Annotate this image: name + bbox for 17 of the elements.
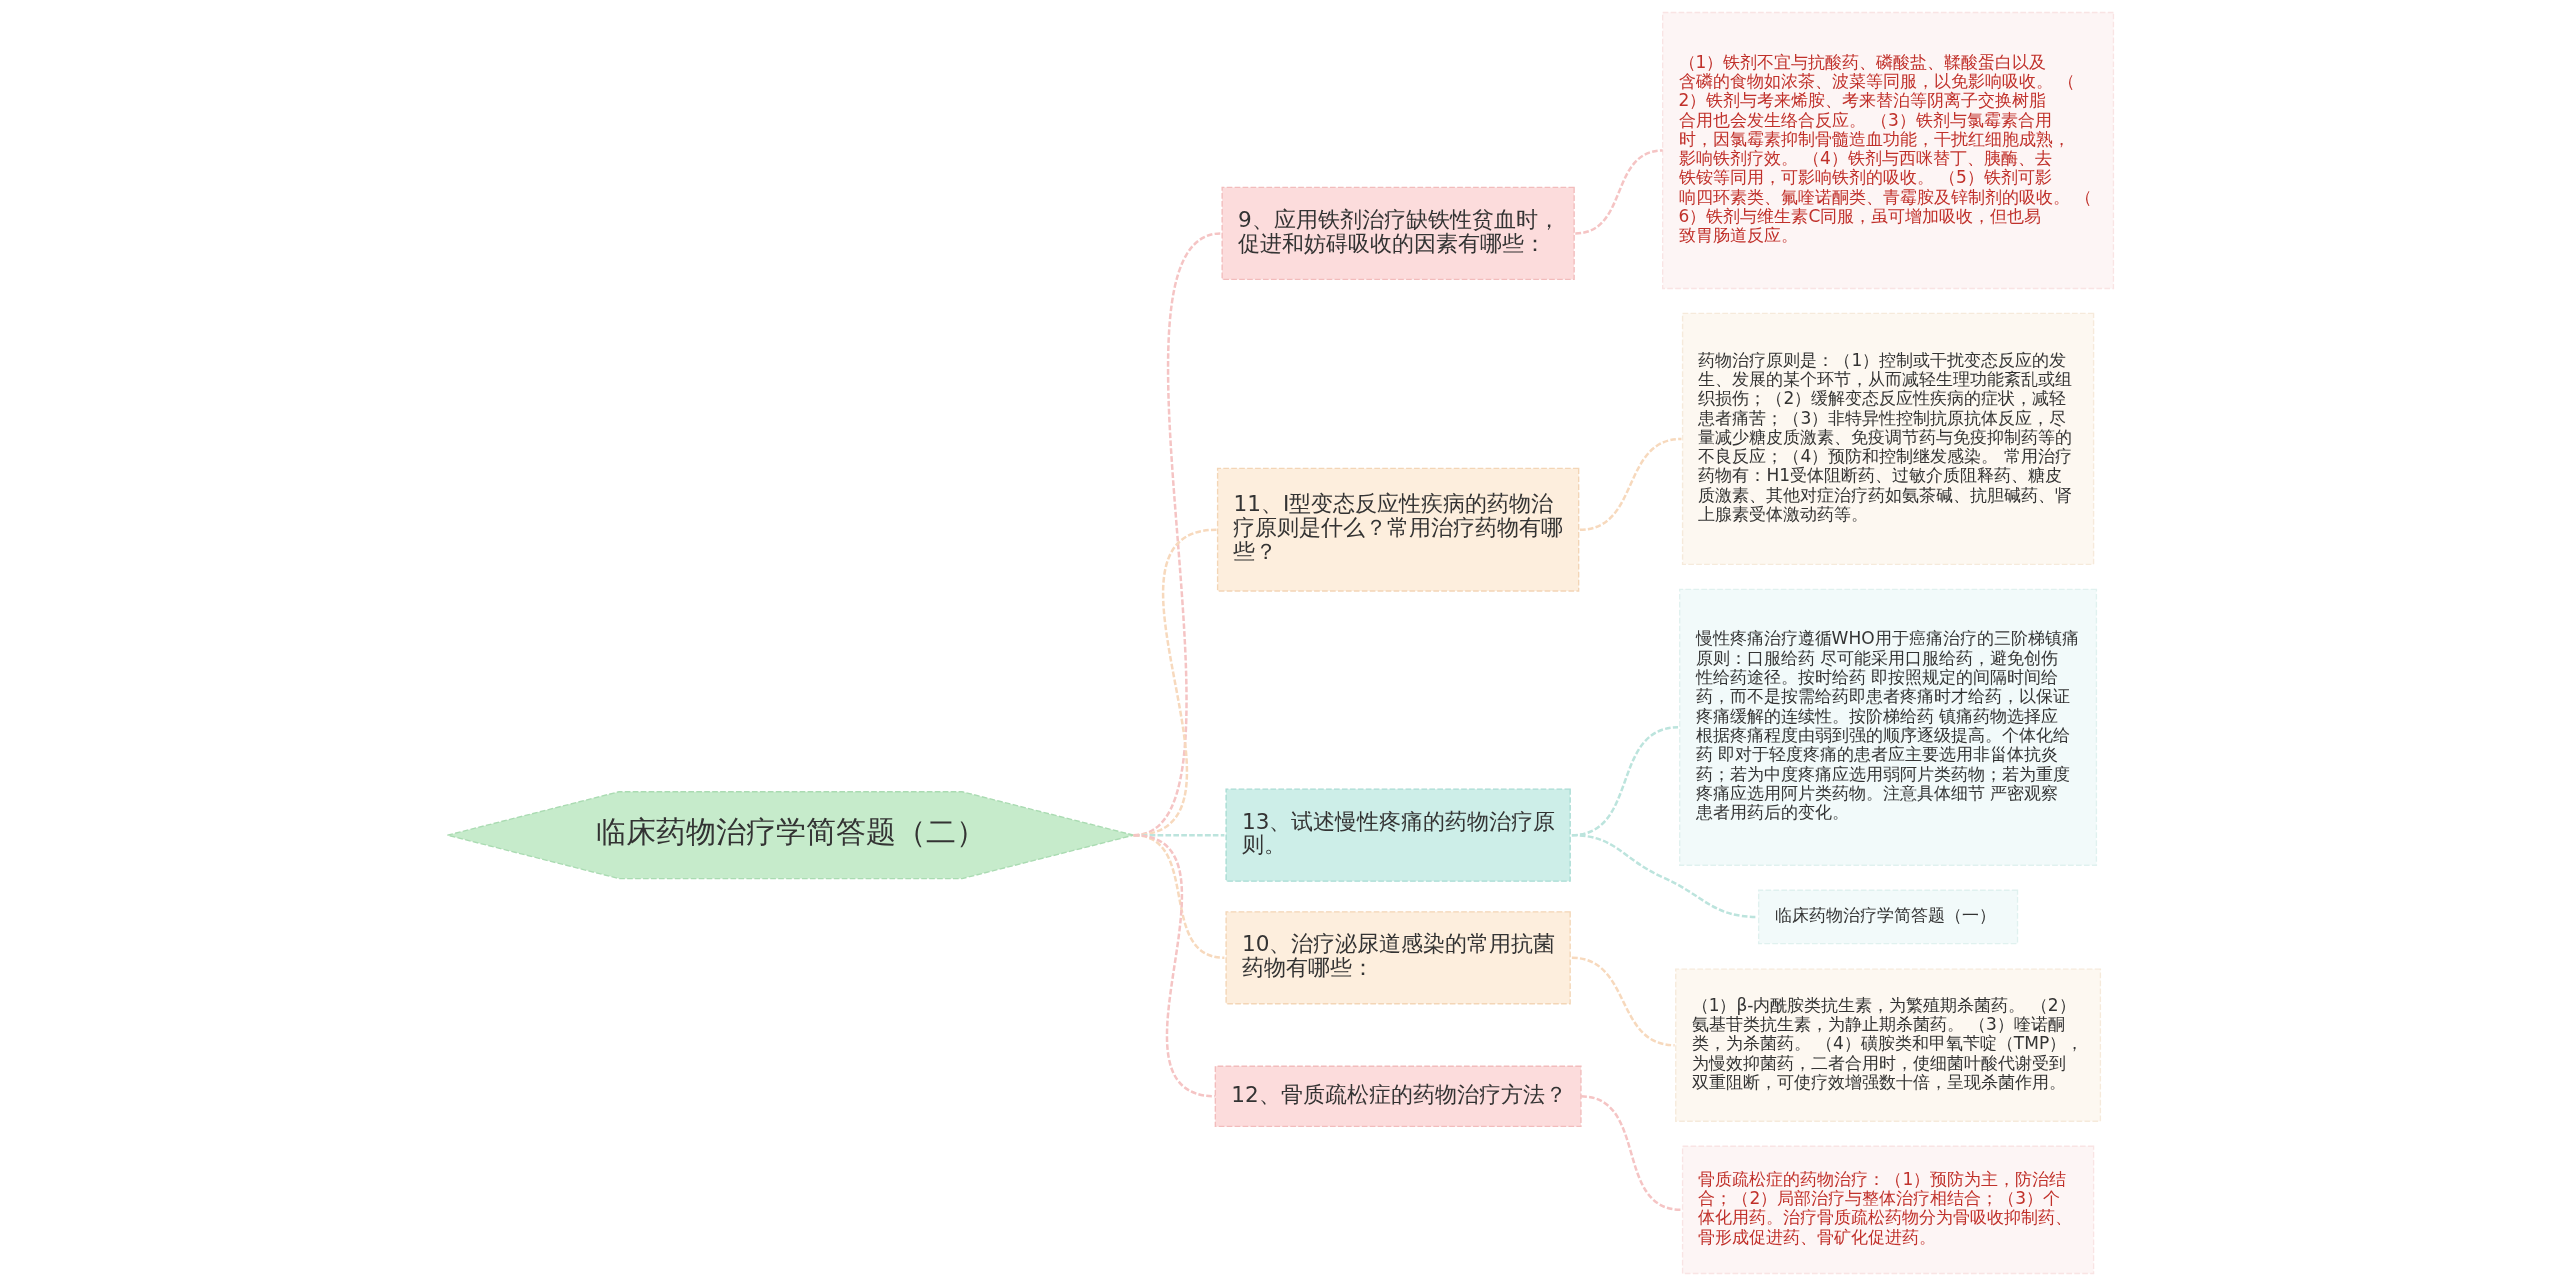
node-box: 9、应用铁剂治疗缺铁性贫血时，促进和妨碍吸收的因素有哪些： — [1220, 186, 1575, 281]
node-box: （1）β-内酰胺类抗生素，为繁殖期杀菌药。 （2）氨基苷类抗生素，为静止期杀菌药。 （3）喹诺酮类，为杀菌药。 （4）磺胺类和甲氧苄啶（TMP），为慢效抑菌药，二者合用时，使细菌叶酸代谢受到双重阻断，可使疗效增强数十倍，呈现杀菌作用。 — [1674, 968, 2101, 1122]
node-box: 12、骨质疏松症的药物治疗方法？ — [1214, 1065, 1582, 1128]
connector — [1571, 956, 1675, 1047]
node-box: 骨质疏松症的药物治疗：（1）预防为主，防治结合；（2）局部治疗与整体治疗相结合；（3）个体化用药。治疗骨质疏松药物分为骨吸收抑制药、骨形成促进药、骨矿化促进药。 — [1681, 1145, 2094, 1275]
node-box: 11、I型变态反应性疾病的药物治疗原则是什么？常用治疗药物有哪些？ — [1216, 467, 1579, 592]
node-box: 13、试述慢性疼痛的药物治疗原则。 — [1224, 788, 1571, 882]
node-box: （1）铁剂不宜与抗酸药、磷酸盐、鞣酸蛋白以及含磷的食物如浓茶、波菜等同服，以免影响吸收。 （2）铁剂与考来烯胺、考来替泊等阴离子交换树脂合用也会发生络合反应。 （3）铁剂与氯霉素合用时，因氯霉素抑制骨髓造血功能，干扰红细胞成熟，影响铁剂疗效。 （4）铁剂与西咪替丁、胰酶、去铁铵等同用，可影响铁剂的吸收。 （5）铁剂可影响四环素类、氟喹诺酮类、青霉胺及锌制剂的吸收。 （6）铁剂与维生素C同服，虽可增加吸收，但也易致胃肠道反应。 — [1661, 11, 2114, 290]
connector — [1571, 833, 1758, 919]
connector — [1580, 1095, 1682, 1212]
node-box: 10、治疗泌尿道感染的常用抗菌药物有哪些： — [1224, 911, 1571, 1005]
node-box: 临床药物治疗学简答题（一） — [1757, 889, 2018, 945]
connector — [1132, 833, 1216, 1098]
node-box: 慢性疼痛治疗遵循WHO用于癌痛治疗的三阶梯镇痛原则：口服给药 尽可能采用口服给药，避免创伤性给药途径。按时给药 即按照规定的间隔时间给药，而不是按需给药即患者疼痛时才给药，以保证疼痛缓解的连续性。按阶梯给药 镇痛药物选择应根据疼痛程度由弱到强的顺序逐级提高。个体化给药 即对于轻度疼痛的患者应主要选用非甾体抗炎药；若为中度疼痛应选用弱阿片类药物；若为重度疼痛应选用阿片类药物。注意具体细节 严密观察患者用药后的变化。 — [1678, 588, 2097, 866]
connector — [1574, 149, 1663, 235]
node-box: 药物治疗原则是：（1）控制或干扰变态反应的发生、发展的某个环节，从而减轻生理功能紊乱或组织损伤；（2）缓解变态反应性疾病的症状，减轻患者痛苦；（3）非特异性控制抗原抗体反应，尽量减少糖皮质激素、免疫调节药与免疫抑制药等的不良反应；（4）预防和控制继发感染。 常用治疗药物有：H1受体阻断药、过敏介质阻释药、糖皮质激素、其他对症治疗药如氨茶碱、抗胆碱药、肾上腺素受体激动药等。 — [1681, 312, 2094, 566]
connector — [1579, 437, 1682, 531]
